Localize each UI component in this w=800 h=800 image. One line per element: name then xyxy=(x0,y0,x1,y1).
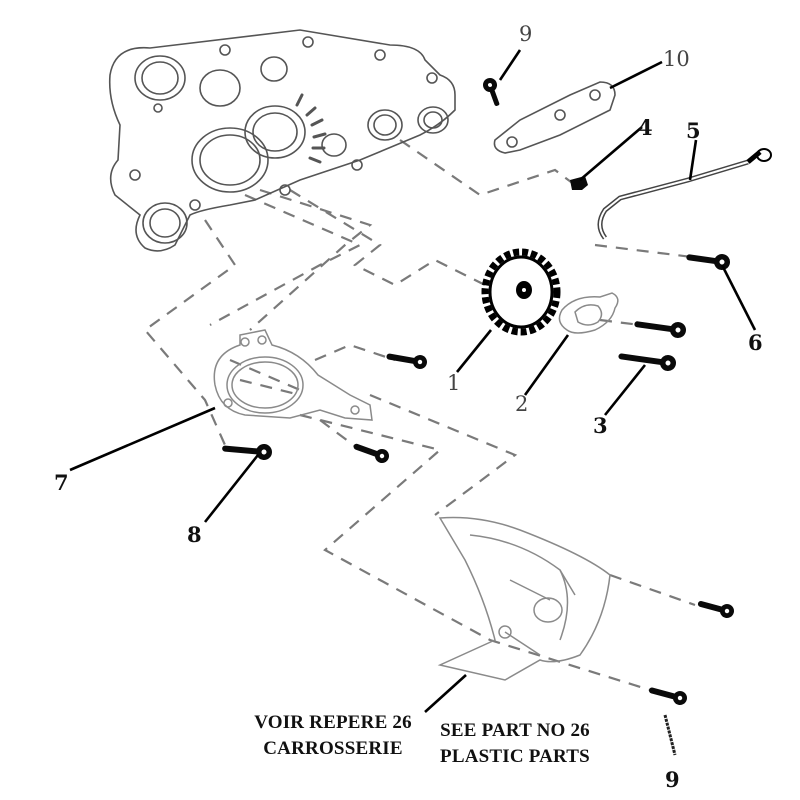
callout-5: 5 xyxy=(686,118,701,143)
dashed-line xyxy=(209,193,363,326)
note-english-line1: SEE PART NO 26 xyxy=(440,720,590,741)
callout-6: 6 xyxy=(748,330,763,355)
bolt-9-top xyxy=(483,78,500,106)
callout-1: 1 xyxy=(447,371,460,395)
dashed-line xyxy=(314,343,396,362)
leader-6 xyxy=(720,264,757,331)
leader-1 xyxy=(455,329,493,373)
leader-9-bottom xyxy=(663,714,677,756)
bolts xyxy=(222,78,734,705)
dashed-line xyxy=(229,358,301,392)
dashed-line xyxy=(319,419,361,451)
dashed-line xyxy=(299,413,651,692)
bolt-guard-upper xyxy=(697,601,734,618)
crankcase-cover xyxy=(108,29,456,252)
leader-7 xyxy=(69,406,216,472)
callout-7: 7 xyxy=(54,470,69,495)
dashed-line xyxy=(143,219,237,446)
leader-5 xyxy=(688,139,698,181)
nut-part xyxy=(570,176,588,190)
callout-9-bottom: 9 xyxy=(665,767,680,792)
note-french-line1: VOIR REPERE 26 xyxy=(254,712,412,733)
callout-3: 3 xyxy=(593,413,608,438)
leader-2 xyxy=(523,334,570,396)
callout-9-top: 9 xyxy=(519,22,532,46)
bolt-8-side xyxy=(353,443,389,463)
bolt-3-upper xyxy=(634,321,686,338)
gasket-plate xyxy=(213,329,373,421)
bolt-1-side xyxy=(386,353,427,369)
callout-labels: 9 10 4 5 6 1 2 3 7 8 9 xyxy=(54,22,763,792)
dashed-line xyxy=(399,139,576,197)
dashed-line xyxy=(249,188,373,331)
note-french-line2: CARROSSERIE xyxy=(263,738,403,759)
dashed-line xyxy=(599,318,641,327)
note-french: VOIR REPERE 26 CARROSSERIE xyxy=(238,710,428,762)
callout-8: 8 xyxy=(187,522,202,547)
callout-10: 10 xyxy=(663,47,690,71)
dashed-line xyxy=(289,189,486,287)
callout-2: 2 xyxy=(515,392,528,416)
leader-26 xyxy=(424,674,467,713)
bolt-8 xyxy=(222,444,272,460)
callout-4: 4 xyxy=(638,115,653,140)
dashed-line xyxy=(369,393,518,516)
dashed-line xyxy=(239,378,301,397)
bolt-3 xyxy=(618,353,676,371)
note-english: SEE PART NO 26 PLASTIC PARTS xyxy=(420,718,610,770)
dashed-line xyxy=(609,573,696,607)
assembly-dashed-lines xyxy=(143,139,701,692)
leader-3 xyxy=(603,364,647,416)
bracket-part xyxy=(493,81,616,154)
drive-sprocket xyxy=(481,248,561,336)
leader-9-top xyxy=(498,49,522,81)
leader-10 xyxy=(609,60,663,90)
plastic-guard xyxy=(437,516,611,681)
leader-8 xyxy=(203,454,260,523)
lock-washer xyxy=(558,292,619,334)
leader-4 xyxy=(579,126,643,181)
note-english-line2: PLASTIC PARTS xyxy=(440,746,590,767)
bolt-9-bottom xyxy=(648,687,687,705)
dashed-line xyxy=(594,243,701,260)
cable-part xyxy=(597,148,772,240)
leader-lines xyxy=(69,49,757,756)
bolt-6 xyxy=(686,254,730,270)
